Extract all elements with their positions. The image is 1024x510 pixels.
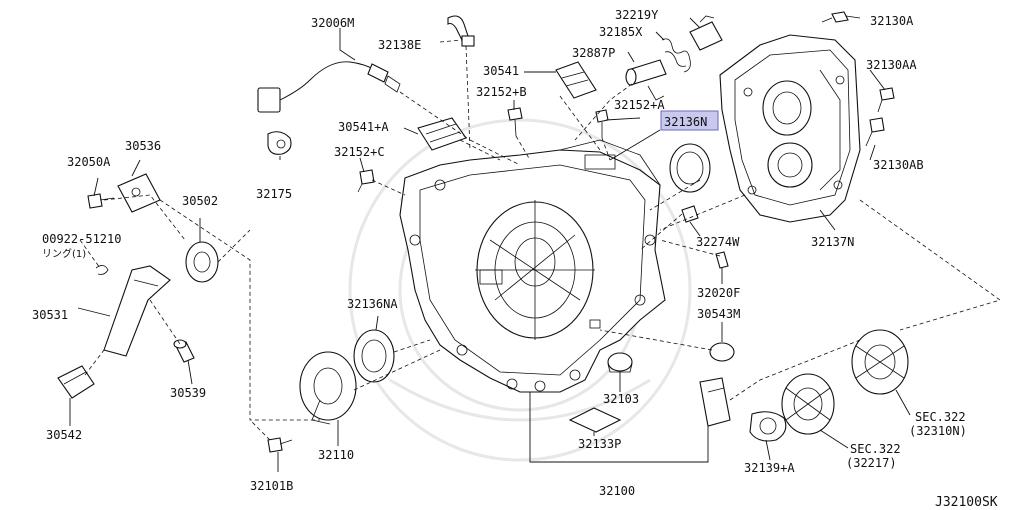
label-32130AA[interactable]: 32130AA (866, 58, 917, 72)
label-30539[interactable]: 30539 (170, 386, 206, 400)
boot-30542[interactable] (57, 365, 95, 399)
pivot-pin-30539[interactable] (173, 339, 195, 363)
grommet-30543M[interactable] (709, 342, 735, 362)
label-32020F[interactable]: 32020F (697, 286, 740, 300)
label-32136N[interactable]: 32136N (664, 115, 707, 129)
label-32138E[interactable]: 32138E (378, 38, 421, 52)
fitting-32219Y[interactable] (689, 15, 723, 51)
label-30536[interactable]: 30536 (125, 139, 161, 153)
breather-tube-32138E[interactable] (447, 15, 475, 47)
release-bearing-30502[interactable] (185, 241, 219, 283)
transmission-case-32100[interactable] (399, 139, 666, 393)
gear-32217[interactable] (781, 373, 835, 435)
label-32175[interactable]: 32175 (256, 187, 292, 201)
label-sec322-32217-sub: (32217) (846, 456, 897, 470)
bolt-32130AB[interactable] (865, 117, 885, 147)
gasket-32139A[interactable] (749, 411, 787, 442)
bolt-32152C[interactable] (357, 169, 375, 193)
label-32006M[interactable]: 32006M (311, 16, 354, 30)
label-32101B[interactable]: 32101B (250, 479, 293, 493)
label-30543M[interactable]: 30543M (697, 307, 740, 321)
label-32100[interactable]: 32100 (599, 484, 635, 498)
label-00922-51210[interactable]: 00922-51210 (42, 232, 121, 246)
part-labels: 32006M 32138E 32219Y 32185X 32887P 32130… (32, 8, 998, 510)
bolt-32130AA[interactable] (877, 87, 895, 113)
label-30542[interactable]: 30542 (46, 428, 82, 442)
plate-30541A[interactable] (417, 117, 467, 151)
bracket-32100[interactable] (699, 377, 731, 427)
label-32110[interactable]: 32110 (318, 448, 354, 462)
label-30541[interactable]: 30541 (483, 64, 519, 78)
label-32130AB[interactable]: 32130AB (873, 158, 924, 172)
oil-seal-32136NA[interactable] (353, 329, 395, 383)
label-sec322-32217[interactable]: SEC.322 (850, 442, 901, 456)
label-32152A[interactable]: 32152+A (614, 98, 665, 112)
label-32137N[interactable]: 32137N (811, 235, 854, 249)
support-30536[interactable] (117, 173, 161, 213)
bolt-32152B[interactable] (507, 107, 523, 137)
label-sec322-32310N-sub: (32310N) (909, 424, 967, 438)
bolt-32101B[interactable] (267, 437, 293, 453)
diagram-code: J32100SK (935, 495, 998, 510)
pin-32020F[interactable] (715, 251, 729, 269)
label-32185X[interactable]: 32185X (599, 25, 643, 39)
oil-seal-32136N[interactable] (669, 143, 711, 193)
flange-32110[interactable] (299, 351, 357, 425)
label-32136NA[interactable]: 32136NA (347, 297, 398, 311)
ring-00922-51210[interactable] (95, 265, 109, 275)
label-00922-51210-sub: リング(1) (42, 247, 86, 260)
leader-lines (69, 17, 1001, 472)
clip-32175[interactable] (267, 131, 292, 155)
spring-32185X[interactable] (661, 38, 691, 73)
withdrawal-lever-30531[interactable] (103, 265, 171, 357)
label-32103[interactable]: 32103 (603, 392, 639, 406)
label-32219Y[interactable]: 32219Y (615, 8, 659, 22)
highlight-box-32136N[interactable] (660, 110, 719, 131)
adapter-case-32137N[interactable] (719, 34, 861, 223)
bolt-32130A[interactable] (831, 11, 861, 23)
label-32050A[interactable]: 32050A (67, 155, 111, 169)
bolt-32050A[interactable] (87, 193, 115, 209)
label-sec322-32310N[interactable]: SEC.322 (915, 410, 966, 424)
label-32887P[interactable]: 32887P (572, 46, 615, 60)
label-30531[interactable]: 30531 (32, 308, 68, 322)
plunger-32887P[interactable] (625, 59, 667, 101)
label-32152C[interactable]: 32152+C (334, 145, 385, 159)
label-32274W[interactable]: 32274W (696, 235, 740, 249)
plate-30541[interactable] (555, 61, 597, 99)
label-30502[interactable]: 30502 (182, 194, 218, 208)
label-32152B[interactable]: 32152+B (476, 85, 527, 99)
sensor-harness-32006M[interactable] (257, 61, 401, 113)
label-32133P[interactable]: 32133P (578, 437, 621, 451)
dowel-32274W[interactable] (681, 205, 699, 223)
label-30541A[interactable]: 30541+A (338, 120, 389, 134)
label-32130A[interactable]: 32130A (870, 14, 914, 28)
gear-32310N[interactable] (851, 329, 909, 395)
plate-32133P[interactable] (568, 407, 622, 433)
label-32139A[interactable]: 32139+A (744, 461, 795, 475)
